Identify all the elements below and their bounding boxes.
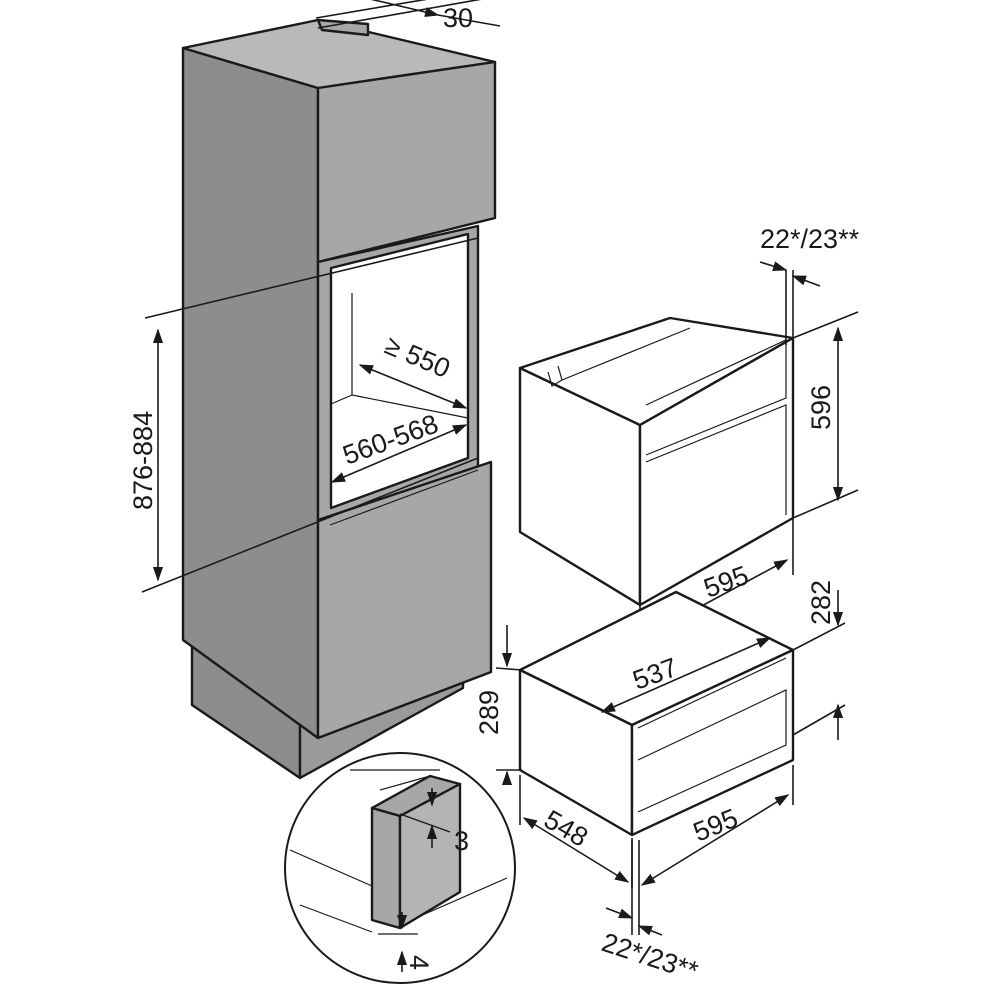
label-drawer-width: 595 <box>689 803 742 848</box>
label-drawer-depth: 548 <box>539 804 593 853</box>
detail-view: 3 4 <box>284 752 516 984</box>
dim-top-gap: 30 <box>315 0 501 33</box>
label-front-offset-bottom: 22*/23** <box>598 927 702 986</box>
label-top-gap: 30 <box>443 3 473 33</box>
cabinet-upper-door <box>316 60 497 264</box>
dim-front-offset-top: 22*/23** <box>759 224 860 345</box>
dim-niche-height: 876-884 <box>128 237 479 593</box>
label-drawer-body-height: 289 <box>474 690 504 735</box>
label-drawer-height: 282 <box>806 580 836 625</box>
label-detail-gap-top: 3 <box>454 826 469 856</box>
label-front-offset-top: 22*/23** <box>760 224 860 254</box>
drawer-appliance <box>518 590 795 837</box>
label-niche-height: 876-884 <box>128 411 158 510</box>
cabinet-side-panel <box>181 46 320 740</box>
oven-appliance <box>518 316 795 607</box>
dim-drawer-body-height: 289 <box>474 625 523 785</box>
dim-drawer-height: 282 <box>792 580 846 740</box>
label-detail-gap-bottom: 4 <box>404 955 434 970</box>
dim-oven-height: 596 <box>792 311 859 519</box>
dim-front-offset-bottom: 22*/23** <box>598 840 702 986</box>
tall-cabinet <box>181 18 497 780</box>
label-oven-height: 596 <box>806 385 836 430</box>
